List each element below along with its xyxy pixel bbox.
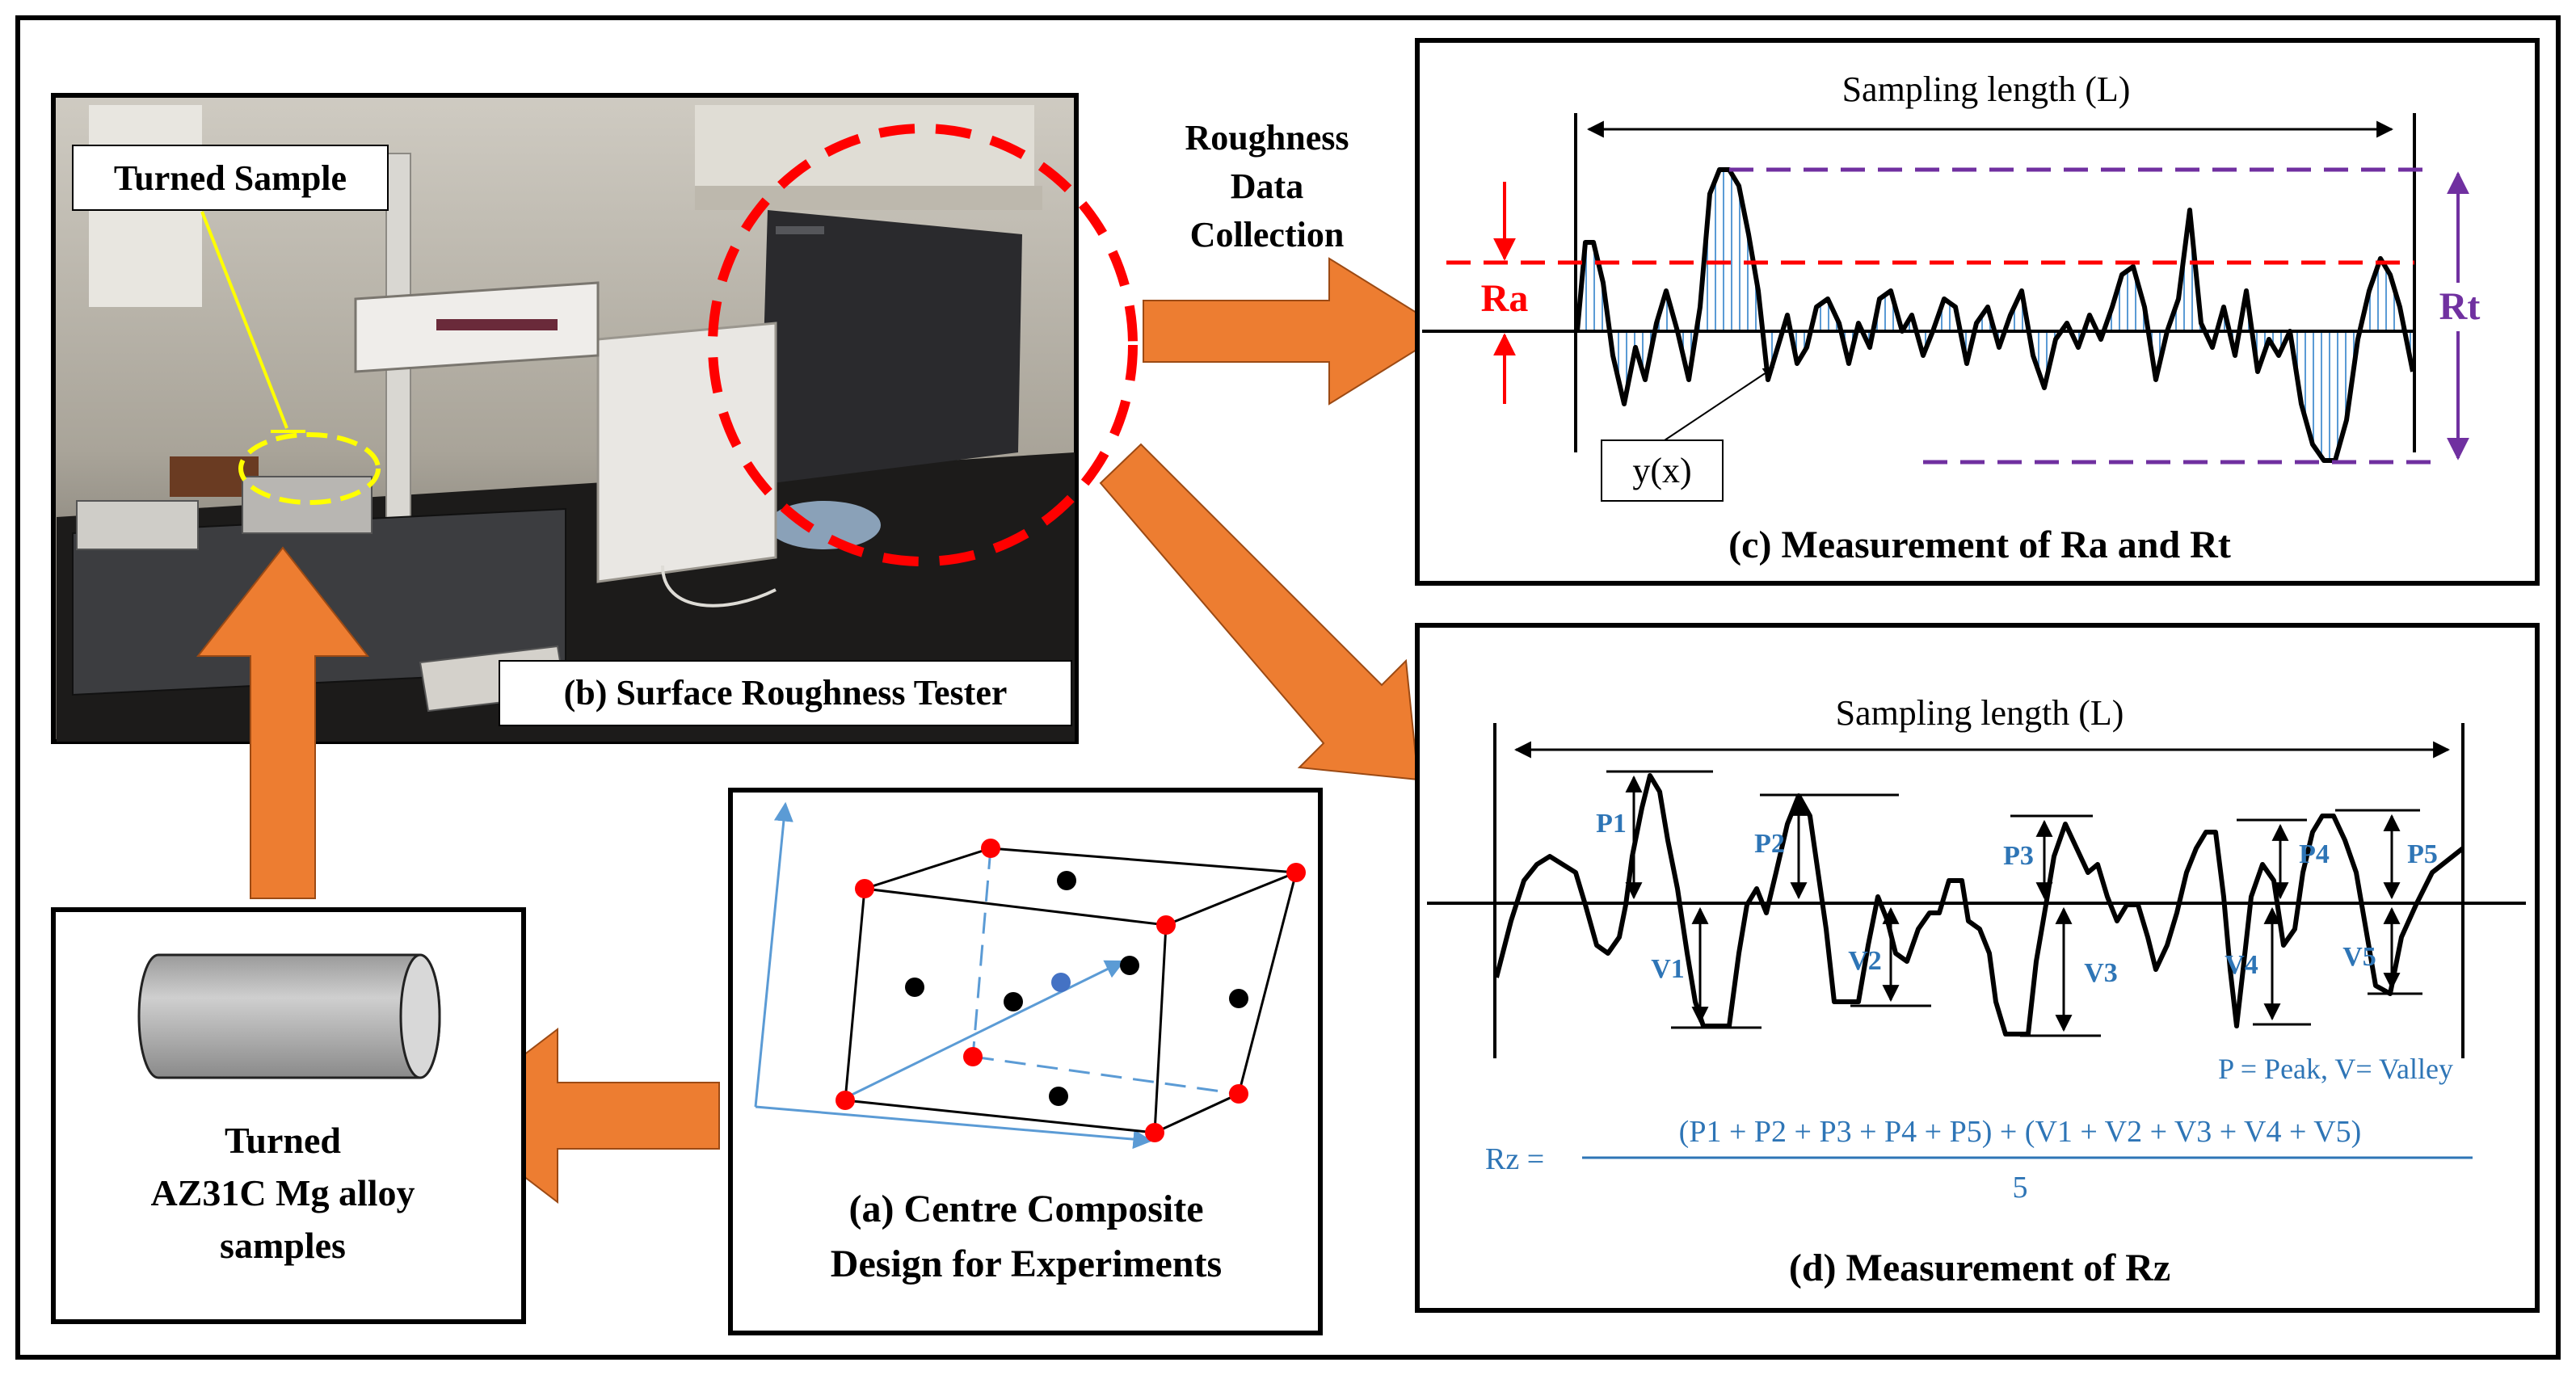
cube-edge-back-right bbox=[1237, 872, 1298, 1095]
factorial-point bbox=[836, 1091, 855, 1110]
formula-numerator: (P1 + P2 + P3 + P4 + P5) + (V1 + V2 + V3… bbox=[1679, 1115, 2362, 1149]
factorial-point bbox=[1145, 1123, 1164, 1142]
sample-pointer-line bbox=[200, 211, 288, 429]
p3-label: P3 bbox=[2003, 841, 2034, 871]
axial-point bbox=[1004, 992, 1023, 1011]
samples-label-3: samples bbox=[220, 1225, 346, 1266]
hidden-edge-vertical bbox=[971, 847, 992, 1058]
factorial-point bbox=[855, 879, 874, 898]
centre-point bbox=[1051, 973, 1071, 992]
controller-unit bbox=[596, 322, 777, 583]
v4-label: V4 bbox=[2225, 950, 2258, 980]
computer-highlight-circle bbox=[708, 124, 1138, 566]
axial-point bbox=[905, 978, 924, 997]
caption-b: (b) Surface Roughness Tester bbox=[564, 673, 1008, 713]
axis-depth bbox=[840, 960, 1126, 1102]
shelf-edge bbox=[695, 186, 1042, 210]
samples-label-2: AZ31C Mg alloy bbox=[150, 1172, 415, 1213]
vise bbox=[242, 476, 373, 534]
panel-c-sampling-length: Sampling length (L) bbox=[1842, 69, 2131, 109]
rt-label: Rt bbox=[2439, 285, 2481, 328]
caption-b-box bbox=[499, 660, 1072, 726]
v2-label: V2 bbox=[1848, 946, 1882, 976]
panel-a: (a) Centre Composite Design for Experime… bbox=[728, 788, 1323, 1335]
axial-point bbox=[1049, 1087, 1068, 1106]
rt-label-bg bbox=[2432, 283, 2484, 331]
axis-vertical bbox=[754, 801, 793, 1108]
ra-hatched-area bbox=[1577, 170, 2413, 460]
sample-highlight-circle bbox=[238, 432, 381, 505]
collection-label-3: Collection bbox=[1190, 215, 1345, 254]
axial-point bbox=[1229, 989, 1248, 1008]
formula-lhs: Rz = bbox=[1485, 1142, 1544, 1176]
panel-c-profile bbox=[1575, 167, 2415, 463]
ra-label: Ra bbox=[1481, 277, 1529, 320]
formula-denominator: 5 bbox=[2013, 1171, 2028, 1205]
panel-d: Sampling length (L) P1 P2 P3 P bbox=[1415, 623, 2540, 1313]
computer-tower bbox=[760, 210, 1022, 485]
arrow-to-tester bbox=[196, 546, 370, 899]
yx-label-box bbox=[1601, 439, 1724, 502]
factorial-point bbox=[1229, 1084, 1248, 1104]
caption-a-line2: Design for Experiments bbox=[831, 1243, 1222, 1285]
v1-label: V1 bbox=[1651, 954, 1685, 984]
small-box bbox=[76, 500, 199, 550]
v3-label: V3 bbox=[2084, 958, 2118, 988]
axial-point bbox=[1120, 956, 1139, 975]
yx-label: y(x) bbox=[1632, 451, 1691, 490]
panel-a-frame bbox=[728, 788, 1323, 1335]
cube-edge-front-right bbox=[1153, 924, 1168, 1133]
peak-valley-legend: P = Peak, V= Valley bbox=[2218, 1053, 2453, 1085]
cylinder-end-face bbox=[399, 953, 441, 1079]
p1-label: P1 bbox=[1596, 809, 1627, 839]
axis-horizontal bbox=[755, 1105, 1153, 1150]
factorial-point bbox=[963, 1047, 983, 1066]
arrow-to-panel-c bbox=[1143, 257, 1448, 406]
caption-a-line1: (a) Centre Composite bbox=[848, 1188, 1203, 1230]
arrow-to-panel-d bbox=[1099, 443, 1420, 781]
cylinder-sample-icon bbox=[137, 953, 441, 1079]
factorial-point bbox=[981, 839, 1000, 858]
v5-label: V5 bbox=[2342, 942, 2376, 972]
head-stripe bbox=[436, 319, 558, 330]
yx-pointer bbox=[1664, 367, 1775, 441]
wall-shelf bbox=[695, 105, 1034, 194]
panel-d-frame bbox=[1415, 623, 2540, 1313]
cube-edge-bottom-right bbox=[1154, 1092, 1240, 1134]
p4-label: P4 bbox=[2299, 839, 2330, 869]
turned-sample-label: Turned Sample bbox=[114, 158, 347, 198]
hidden-edge-horizontal bbox=[972, 1055, 1240, 1095]
factorial-point bbox=[1286, 863, 1306, 882]
sample-label-box bbox=[72, 145, 389, 211]
collection-label-2: Data bbox=[1231, 166, 1303, 206]
cable bbox=[661, 565, 777, 608]
panel-c: Sampling length (L) Ra Rt y(x) (c) Measu… bbox=[1415, 38, 2540, 586]
axial-point bbox=[1057, 871, 1076, 890]
caption-c: (c) Measurement of Ra and Rt bbox=[1728, 524, 2231, 566]
factorial-point bbox=[1156, 915, 1176, 935]
panel-d-sampling-length: Sampling length (L) bbox=[1836, 693, 2124, 733]
caption-d: (d) Measurement of Rz bbox=[1789, 1247, 2170, 1289]
p2-label: P2 bbox=[1754, 829, 1785, 859]
samples-label-1: Turned bbox=[225, 1120, 341, 1161]
panel-samples: Turned AZ31C Mg alloy samples bbox=[51, 907, 526, 1324]
cube-edge-front-left bbox=[844, 888, 866, 1101]
p5-label: P5 bbox=[2407, 839, 2438, 869]
collection-label-1: Roughness bbox=[1185, 118, 1349, 158]
cube-edge-bottom-front bbox=[844, 1099, 1155, 1134]
tower-slot bbox=[776, 226, 824, 234]
